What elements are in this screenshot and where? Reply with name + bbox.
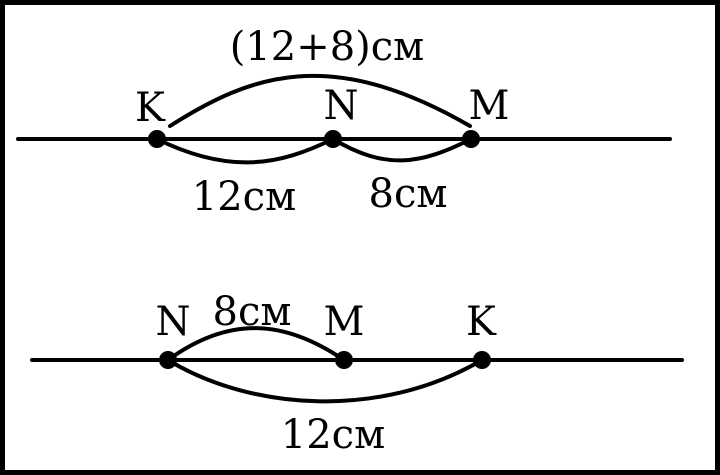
bottom-label-n: N (156, 299, 191, 345)
bottom-label-m: M (324, 299, 365, 345)
top-diagram: K N M (12+8)см 12см 8см (16, 24, 672, 220)
top-kn-length-label: 12см (192, 174, 296, 220)
bottom-nk-length-label: 12см (281, 412, 385, 458)
top-label-m: M (469, 83, 510, 129)
top-label-n: N (324, 83, 359, 129)
top-total-length-label: (12+8)см (230, 24, 425, 70)
top-arc-k-m (168, 74, 472, 128)
bottom-arc-n-m (166, 326, 346, 362)
top-nm-length-label: 8см (369, 171, 448, 217)
bottom-label-k: K (466, 299, 497, 345)
bottom-diagram: N M K 8см 12см (30, 289, 684, 458)
top-arc-k-n (155, 137, 335, 165)
top-arc-n-m (331, 137, 473, 163)
top-point-m (462, 130, 480, 148)
bottom-point-k (473, 351, 491, 369)
bottom-arc-n-k (166, 358, 484, 404)
bottom-point-m (335, 351, 353, 369)
top-point-k (148, 130, 166, 148)
top-point-n (324, 130, 342, 148)
bottom-point-n (159, 351, 177, 369)
bottom-nm-length-label: 8см (213, 289, 292, 335)
top-label-k: K (135, 85, 166, 131)
